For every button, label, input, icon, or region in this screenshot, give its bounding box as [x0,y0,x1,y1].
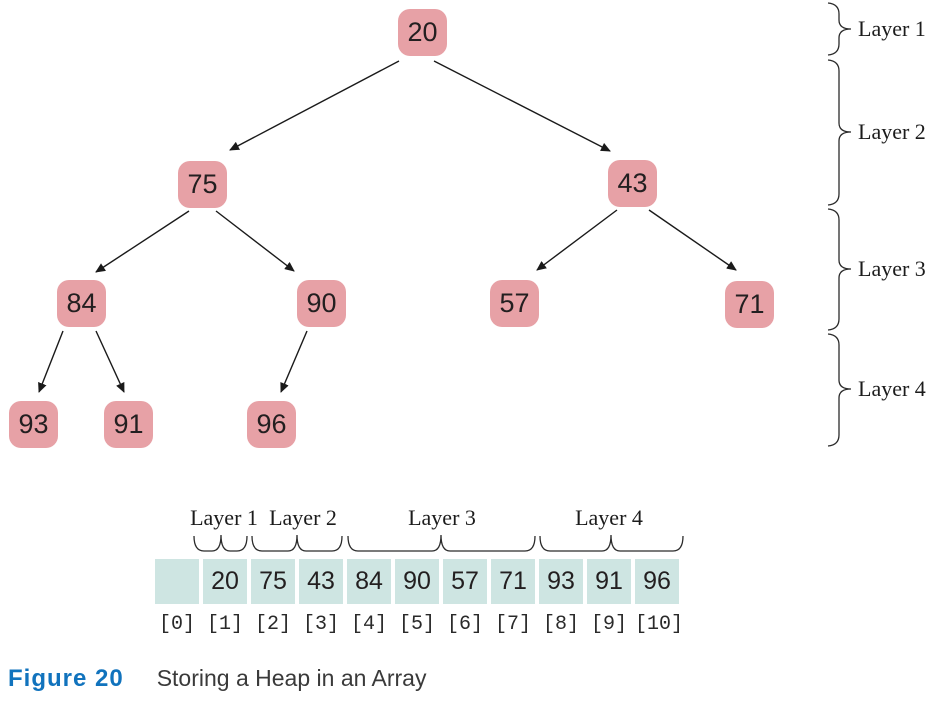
array-index-label: [2] [254,613,291,636]
tree-edge [648,209,737,271]
array-cell: 96 [635,559,679,604]
array-cell: 91 [587,559,631,604]
array-layer-label: Layer 1 [190,505,258,530]
tree-layer-brace [827,333,852,447]
tree-layer-brace [827,2,852,56]
array-layer-label: Layer 2 [269,505,337,530]
array-layer-label: Layer 4 [575,505,643,530]
array-index-label: [10] [635,613,684,636]
array-layer-brace [539,534,684,552]
array-cell [155,559,199,604]
tree-edge [433,60,611,152]
array-index-label: [5] [398,613,435,636]
tree-node: 43 [608,160,657,207]
array-layer-label: Layer 3 [408,505,476,530]
array-index-label: [8] [542,613,579,636]
tree-node: 84 [57,280,106,327]
tree-edge [280,330,308,393]
tree-edge [95,210,190,273]
array-index-label: [7] [494,613,531,636]
array-index-row: [0] [1] [2] [3] [4] [5] [6] [7] [8] [9] … [155,613,684,636]
tree-layer-brace [827,59,852,206]
array-cell: 43 [299,559,343,604]
tree-node: 96 [247,401,296,448]
tree-node: 71 [725,281,774,328]
tree-edge [38,330,64,393]
array-layer-brace [193,534,248,552]
tree-node: 75 [178,161,227,208]
array-index-label: [9] [590,613,627,636]
figure-caption-row: Figure 20 Storing a Heap in an Array [8,665,426,693]
tree-node: 57 [490,280,539,327]
tree-edge [95,330,125,393]
tree-node: 20 [398,9,447,56]
array-cell: 90 [395,559,439,604]
tree-layer-label: Layer 3 [858,256,926,281]
heap-array: 20 75 43 84 90 57 71 93 91 96 [155,559,679,604]
tree-node: 91 [104,401,153,448]
tree-edge [536,209,618,271]
array-index-label: [4] [350,613,387,636]
tree-edge [215,210,295,272]
array-cell: 71 [491,559,535,604]
array-layer-brace [347,534,536,552]
array-cell: 84 [347,559,391,604]
array-cell: 93 [539,559,583,604]
tree-layer-label: Layer 1 [858,16,926,41]
array-layer-brace [251,534,343,552]
tree-layer-label: Layer 2 [858,119,926,144]
array-index-label: [3] [302,613,339,636]
tree-layer-brace [827,208,852,331]
tree-node: 93 [9,401,58,448]
array-index-label: [6] [446,613,483,636]
array-cell: 75 [251,559,295,604]
tree-node: 90 [297,280,346,327]
figure-caption: Storing a Heap in an Array [156,665,427,691]
array-cell: 57 [443,559,487,604]
array-cell: 20 [203,559,247,604]
figure-label: Figure 20 [8,665,124,692]
tree-layer-label: Layer 4 [858,376,926,401]
tree-edge [229,60,400,151]
array-index-label: [1] [206,613,243,636]
array-index-label: [0] [158,613,195,636]
